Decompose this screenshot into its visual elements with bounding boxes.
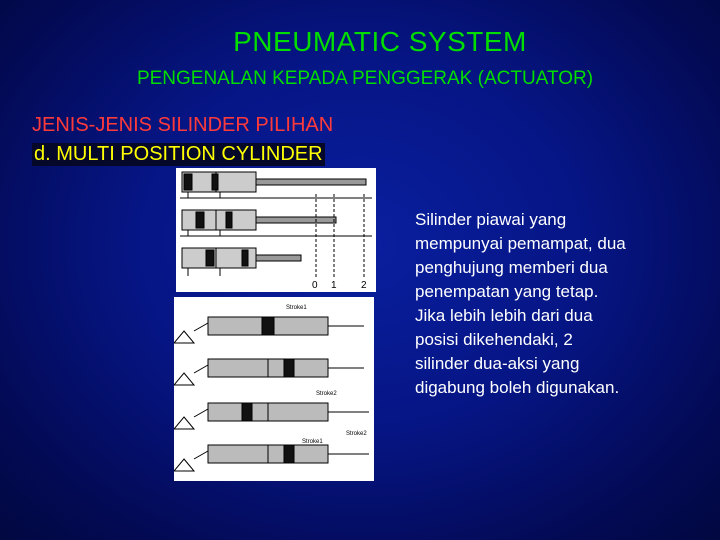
stroke-label-4: Stroke1 — [302, 439, 323, 445]
stroke-label-2: Stroke2 — [316, 391, 337, 397]
section-heading: JENIS-JENIS SILINDER PILIHAN — [32, 114, 334, 136]
description-text: Silinder piawai yang mempunyai pemampat,… — [415, 210, 626, 397]
coupled-cylinder-diagram-bottom: Stroke1 Stroke2 Stroke2 Stroke1 — [174, 297, 374, 481]
stroke-label-1: Stroke1 — [286, 305, 307, 311]
multi-position-cylinder-diagram-top: 0 1 2 — [176, 168, 376, 292]
slide-title: PNEUMATIC SYSTEM — [233, 26, 527, 57]
stroke-label-3: Stroke2 — [346, 431, 367, 437]
slide-subtitle: PENGENALAN KEPADA PENGGERAK (ACTUATOR) — [136, 68, 594, 89]
position-label-1: 1 — [331, 280, 337, 291]
subsection-heading: d. MULTI POSITION CYLINDER — [32, 143, 325, 166]
position-label-0: 0 — [312, 280, 318, 291]
position-label-2: 2 — [361, 280, 367, 291]
